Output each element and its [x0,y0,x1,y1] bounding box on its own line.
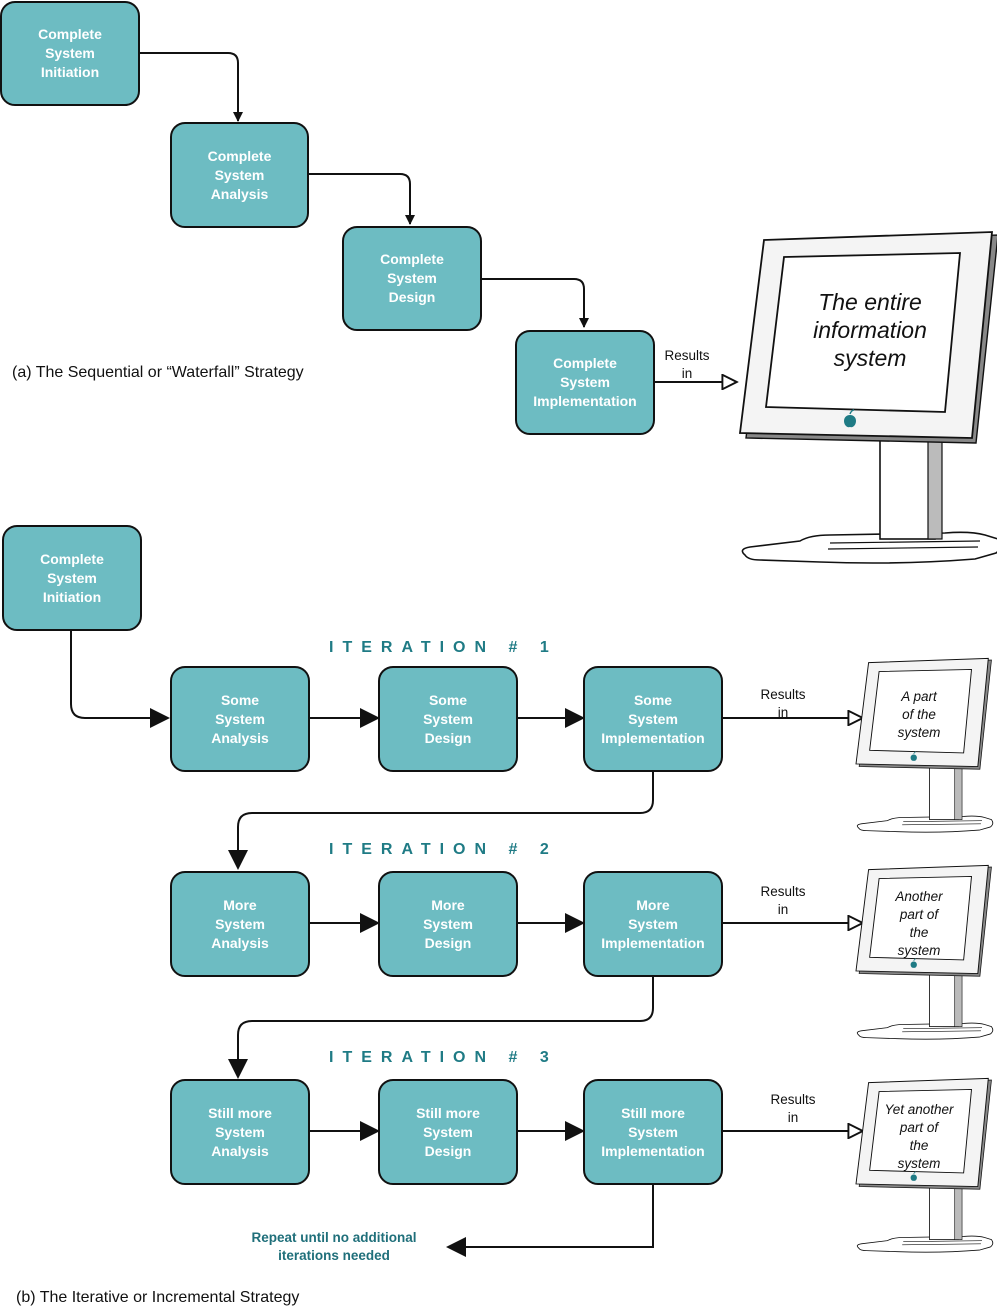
iter3-design-label: Still more System Design [416,1104,480,1159]
seq-design-box: Complete System Design [342,226,482,331]
sequential-caption: (a) The Sequential or “Waterfall” Strate… [12,364,304,381]
iter2-analysis-box: More System Analysis [170,871,310,977]
iter3-implementation-label: Still more System Implementation [601,1104,705,1159]
iter1-design-label: Some System Design [423,691,473,746]
seq-connector-3 [481,278,589,328]
iter2-implementation-label: More System Implementation [601,896,705,951]
seq-analysis-label: Complete System Analysis [207,147,272,202]
repeat-arrow [446,1184,654,1257]
iter2-results-label: Results in [760,884,806,917]
iter-initiation-label: Complete System Initiation [40,550,104,605]
iter3-outcome-text: Yet another part of the system [884,1102,954,1171]
iter1-implementation-box: Some System Implementation [583,666,723,772]
iter3-results-label: Results in [770,1092,816,1125]
seq-outcome-text: The entire information system [813,289,927,371]
iter1-results-label: Results in [760,687,806,720]
iteration-3-label: ITERATION # 3 [329,1049,558,1066]
iter2-analysis-label: More System Analysis [211,896,269,951]
iter1-analysis-label: Some System Analysis [211,691,269,746]
seq-connector-2 [308,173,415,225]
iteration-1-label: ITERATION # 1 [329,639,558,656]
iter1-implementation-label: Some System Implementation [601,691,705,746]
iter2-outcome-text: Another part of the system [895,889,943,958]
seq-implementation-label: Complete System Implementation [533,355,637,409]
iter-connector-initiation [70,629,170,728]
iter2-design-label: More System Design [423,896,473,951]
iter-initiation-box: Complete System Initiation [2,525,142,631]
iter3-analysis-label: Still more System Analysis [208,1104,272,1159]
iter2-design-box: More System Design [378,871,518,977]
iter3-design-box: Still more System Design [378,1079,518,1185]
seq-results-label: Results in [664,348,710,381]
iter3-analysis-box: Still more System Analysis [170,1079,310,1185]
seq-initiation-label: Complete System Initiation [38,26,102,80]
iter3-implementation-box: Still more System Implementation [583,1079,723,1185]
seq-design-label: Complete System Design [380,251,444,305]
seq-initiation-box: Complete System Initiation [0,1,140,106]
seq-connector-1 [139,52,243,122]
iteration-2-label: ITERATION # 2 [329,841,558,858]
iter1-analysis-box: Some System Analysis [170,666,310,772]
small-monitor-1-icon [855,657,994,833]
seq-implementation-box: Complete System Implementation [515,330,655,435]
iter1-design-box: Some System Design [378,666,518,772]
iterative-caption: (b) The Iterative or Incremental Strateg… [16,1289,300,1306]
repeat-note: Repeat until no additional iterations ne… [251,1230,417,1263]
iter-loop-2-3 [228,975,654,1079]
large-monitor-icon [739,231,997,564]
iter2-implementation-box: More System Implementation [583,871,723,977]
iter1-outcome-text: A part of the system [897,689,941,740]
iter-loop-1-2 [228,770,654,870]
seq-analysis-box: Complete System Analysis [170,122,309,228]
